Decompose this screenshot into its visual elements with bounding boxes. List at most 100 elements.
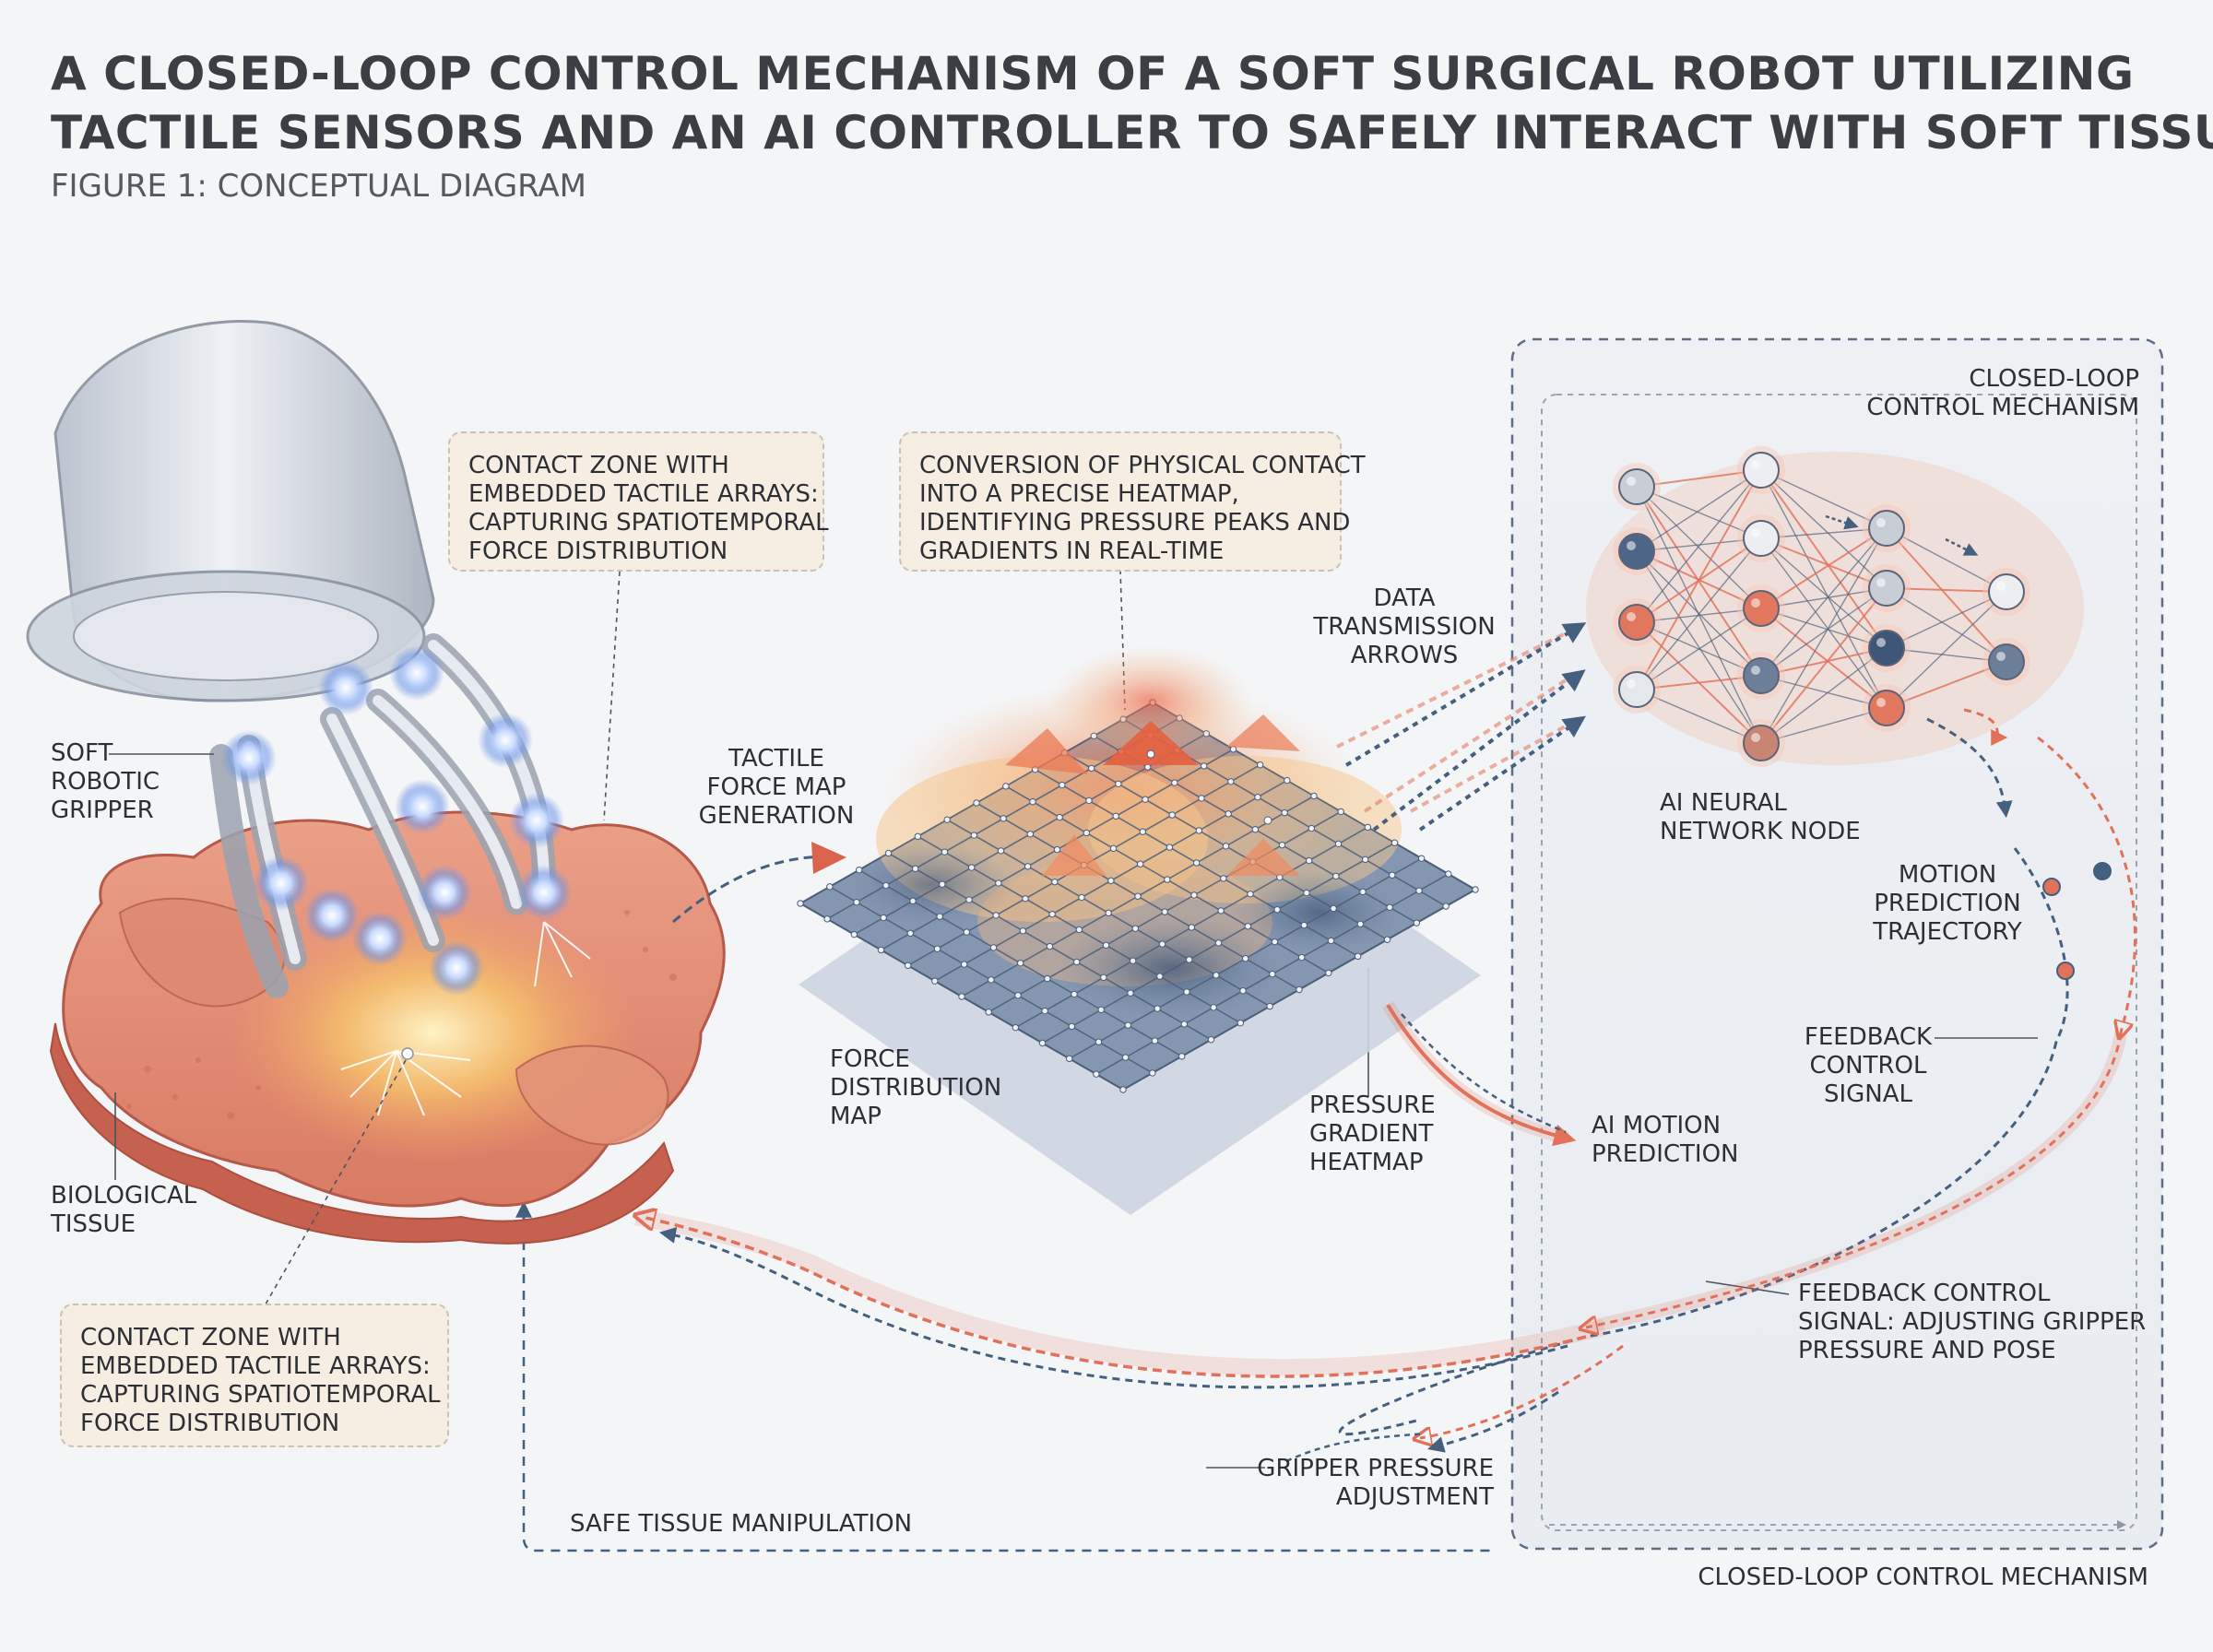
page-title: A CLOSED-LOOP CONTROL MECHANISM OF A SOF… [51, 44, 2213, 162]
heatmap-grid-node [1065, 1055, 1073, 1063]
heatmap-grid-node [1214, 939, 1223, 947]
heatmap-grid-node [1127, 989, 1134, 997]
heatmap-grid-node [1213, 972, 1220, 979]
network-edge [1760, 647, 1888, 677]
motion-prediction-arrows [1926, 708, 2136, 1042]
network-edge [1886, 661, 2007, 709]
heatmap-grid-node [904, 962, 912, 970]
heatmap-grid-node [1207, 1036, 1215, 1044]
heatmap-grid-node [992, 912, 1000, 919]
conversion-callout: CONVERSION OF PHYSICAL CONTACT INTO A PR… [899, 431, 1366, 572]
data-transmission-arrows [1336, 622, 1587, 832]
heatmap-grid-node [911, 865, 919, 873]
heatmap-grid-node [967, 864, 976, 871]
heatmap-grid-node [1383, 936, 1391, 943]
contact-zone-callout-bottom: CONTACT ZONE WITH EMBEDDED TACTILE ARRAY… [60, 1304, 449, 1447]
heatmap-grid-node [1364, 823, 1372, 832]
label-tactile-force-map: TACTILE FORCE MAP GENERATION [684, 745, 869, 831]
label-biological-tissue: BIOLOGICAL TISSUE [51, 1182, 196, 1239]
network-edge [1760, 608, 1888, 709]
heatmap-grid-node [1038, 1039, 1047, 1047]
heatmap-grid-node [989, 944, 998, 951]
heatmap-grid-node [973, 799, 980, 807]
heatmap-grid-node [1220, 875, 1227, 882]
heatmap-grid-node [931, 977, 939, 985]
heatmap-grid-node [1442, 903, 1450, 910]
network-edge [1636, 675, 1762, 690]
label-line: MAP [830, 1103, 882, 1130]
heatmap-grid-node [853, 898, 860, 906]
heatmap-grid-node [1192, 859, 1201, 867]
closed-loop-panel [1510, 337, 2164, 1551]
label-line: MOTION [1898, 861, 1997, 889]
network-node [1618, 533, 1655, 570]
heatmap-grid-node [1391, 839, 1399, 846]
heatmap-grid-node [1305, 856, 1313, 865]
heatmap-grid-node [1115, 780, 1122, 787]
heatmap-grid-node [1354, 952, 1362, 961]
heatmap-grid-node [963, 928, 971, 936]
label-line: HEATMAP [1309, 1149, 1424, 1176]
network-edge [1636, 469, 1762, 552]
network-node [1618, 671, 1655, 708]
label-soft-robotic-gripper: SOFT ROBOTIC GRIPPER [51, 739, 160, 825]
label-line: CONTROL [1809, 1052, 1927, 1080]
heatmap-grid-node [1356, 920, 1365, 928]
heatmap-grid-node [1361, 856, 1369, 864]
heatmap-grid-node [1332, 872, 1340, 880]
network-node [1988, 573, 2025, 610]
heatmap-grid-node [1225, 810, 1232, 818]
network-edge [1760, 675, 1888, 709]
callout-line: INTO A PRECISE HEATMAP, [919, 480, 1239, 508]
network-edge [1760, 608, 1888, 649]
heatmap-grid-node [1185, 956, 1193, 963]
title-line-2: TACTILE SENSORS AND AN AI CONTROLLER TO … [51, 106, 2213, 159]
heatmap-grid-node [1300, 921, 1308, 929]
heatmap-grid-node [1171, 779, 1178, 786]
heatmap-grid-node [1190, 891, 1198, 899]
label-line: ADJUSTMENT [1335, 1483, 1494, 1511]
label-pressure-gradient-heatmap: PRESSURE GRADIENT HEATMAP [1309, 1092, 1436, 1177]
network-edge [1760, 537, 1888, 649]
heatmap-grid-node [1415, 887, 1423, 894]
heatmap-grid-node [1417, 855, 1426, 862]
heatmap-grid-node [1022, 895, 1029, 903]
network-node [1618, 604, 1655, 641]
network-node [1743, 452, 1780, 489]
heatmap-grid-node [877, 946, 885, 954]
label-line: GRIPPER PRESSURE [1257, 1455, 1494, 1482]
network-edge [1636, 486, 1762, 539]
label-line: CLOSED-LOOP [1969, 365, 2139, 393]
network-node [1868, 630, 1905, 667]
heatmap-grid-node [1105, 909, 1112, 917]
callout-line: GRADIENTS IN REAL-TIME [919, 537, 1225, 565]
heatmap-grid-node [1278, 841, 1286, 849]
heatmap-grid-node [1386, 903, 1393, 911]
heatmap-grid-node [1002, 783, 1010, 790]
heatmap-grid-node [1051, 878, 1059, 886]
heatmap-grid-node [1269, 970, 1276, 978]
heatmap-grid-node [1337, 808, 1344, 816]
label-line: PRESSURE AND POSE [1798, 1337, 2056, 1364]
heatmap-grid-node [1217, 907, 1225, 914]
heatmap-grid-node [1413, 919, 1421, 926]
heatmap-grid-node [1244, 923, 1252, 930]
figure-subtitle: FIGURE 1: CONCEPTUAL DIAGRAM [51, 168, 587, 205]
network-edge [1760, 527, 1888, 539]
heatmap-grid-node [1100, 974, 1107, 982]
heatmap-grid-node [855, 866, 863, 874]
callout-line: CONTACT ZONE WITH [80, 1324, 341, 1351]
network-edge [1760, 537, 1888, 589]
soft-robotic-gripper-icon [26, 320, 591, 1116]
heatmap-grid-node [1095, 1038, 1103, 1045]
label-line: TRAJECTORY [1873, 918, 2022, 946]
heatmap-grid-node [1071, 990, 1078, 998]
heatmap-grid-node [1139, 828, 1147, 835]
label-line: AI MOTION [1592, 1112, 1722, 1139]
label-line: SIGNAL [1823, 1080, 1913, 1108]
label-closed-loop-top: CLOSED-LOOP CONTROL MECHANISM [1844, 365, 2139, 422]
heatmap-grid-node [1237, 1019, 1245, 1027]
callout-line: CAPTURING SPATIOTEMPORAL [80, 1381, 441, 1409]
heatmap-grid-node [1254, 794, 1261, 801]
